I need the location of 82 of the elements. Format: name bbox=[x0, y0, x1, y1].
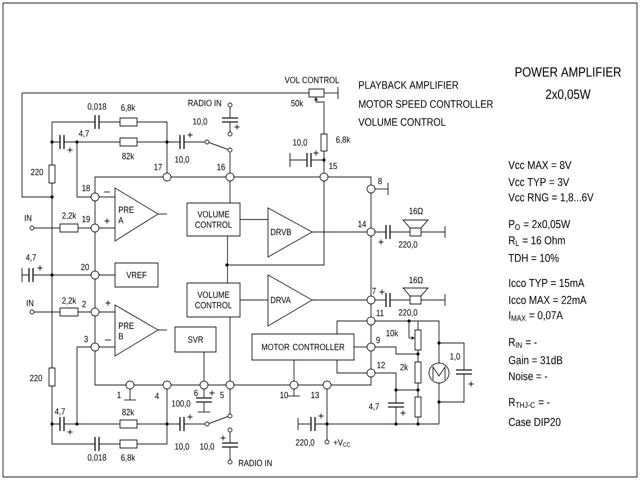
potentiometer-label: VOL CONTROL bbox=[284, 76, 340, 84]
component-value: 2,2k bbox=[62, 212, 76, 220]
component-value: 16Ω bbox=[410, 276, 423, 284]
spec-text: Gain = 31dB bbox=[508, 356, 562, 364]
component-value: 10,0 bbox=[193, 118, 208, 126]
note-text: PLAYBACK AMPLIFIER bbox=[359, 81, 458, 89]
heading-text: POWER AMPLIFIER bbox=[516, 67, 621, 77]
spec-text: Case DIP20 bbox=[508, 418, 560, 426]
spec-text: R$_{THJ-C}$ = - bbox=[509, 398, 550, 408]
terminal-label: RADIO IN bbox=[238, 460, 272, 466]
component-value: 50k bbox=[291, 100, 304, 106]
note-text: MOTOR SPEED CONTROLLER bbox=[359, 100, 493, 108]
component-value: 0,018 bbox=[88, 454, 106, 462]
spec-text: Vcc MAX = 8V bbox=[508, 160, 572, 170]
note-text: VOLUME CONTROL bbox=[358, 118, 446, 126]
spec-text: R$_{L}$ = 16 Ohm bbox=[509, 236, 565, 246]
pin-number: 13 bbox=[311, 392, 319, 398]
spec-text: R$_{IN}$ = - bbox=[509, 338, 537, 348]
terminal-label: IN bbox=[24, 214, 32, 222]
component-value: 16Ω bbox=[410, 208, 423, 214]
component-value: 6,8k bbox=[121, 104, 136, 112]
spec-text: Noise = - bbox=[509, 372, 548, 380]
component-value: 10,0 bbox=[200, 443, 214, 451]
pin-number: 19 bbox=[82, 216, 90, 222]
pin-number: 3 bbox=[84, 336, 88, 342]
component-value: 82k bbox=[122, 408, 134, 416]
connector-line bbox=[240, 219, 268, 220]
component-value: 220 bbox=[31, 168, 44, 176]
component-value: 82k bbox=[122, 152, 134, 160]
component-value: 220 bbox=[30, 374, 42, 382]
block-box: MOTOR CONTROLLER bbox=[252, 334, 354, 360]
spec-text: P$_{O}$ = 2x0,05W bbox=[509, 220, 570, 230]
component-value: 10,0 bbox=[175, 443, 190, 451]
pin-number: 8 bbox=[378, 178, 382, 184]
component-value: 0,018 bbox=[88, 103, 106, 111]
component-value: 4,7 bbox=[368, 403, 379, 411]
component-value: 4,7 bbox=[26, 254, 36, 262]
component-value: 2,2k bbox=[62, 297, 76, 305]
pin-number: 20 bbox=[81, 264, 89, 270]
supply-label: +V$_{CC}$ bbox=[334, 439, 350, 447]
block-box: VOLUME CONTROL bbox=[186, 282, 240, 318]
block-box: VOLUME CONTROL bbox=[186, 202, 240, 236]
terminal-label: RADIO IN bbox=[188, 100, 222, 106]
connector-line bbox=[227, 236, 228, 283]
pin-number: 11 bbox=[376, 310, 384, 316]
component-value: 220,0 bbox=[398, 241, 418, 249]
pin-number: 2 bbox=[82, 300, 86, 308]
heading-text: 2x0,05W bbox=[546, 89, 591, 101]
spec-text: Vcc RNG = 1,8...6V bbox=[508, 193, 594, 203]
component-value: 220,0 bbox=[296, 439, 314, 447]
pin-number: 9 bbox=[376, 336, 380, 344]
pin-number: 18 bbox=[82, 184, 90, 192]
spec-text: Icco MAX = 22mA bbox=[509, 296, 587, 304]
component-value: 4,7 bbox=[54, 408, 65, 416]
block-box: VREF bbox=[114, 262, 158, 288]
pin-number: 12 bbox=[377, 362, 385, 368]
pin-number: 15 bbox=[329, 162, 337, 170]
pin-number: 1 bbox=[117, 392, 121, 398]
component-value: 6,8k bbox=[336, 136, 350, 144]
terminal-label: IN bbox=[26, 300, 34, 306]
component-value: 100,0 bbox=[172, 400, 190, 408]
block-box: SVR bbox=[174, 326, 216, 352]
component-value: 10,0 bbox=[175, 156, 190, 164]
pin-number: 16 bbox=[217, 164, 225, 170]
component-value: 220,0 bbox=[398, 309, 418, 317]
pin-number: 4 bbox=[155, 392, 159, 400]
pin-number: 17 bbox=[154, 164, 162, 170]
component-value: 6,8k bbox=[121, 454, 136, 462]
component-value: 4,7 bbox=[78, 130, 89, 138]
pin-number: 6 bbox=[194, 390, 198, 396]
spec-text: I$_{MAX}$ = 0,07A bbox=[509, 311, 563, 321]
component-value: 2k bbox=[400, 364, 408, 370]
spec-text: TDH = 10% bbox=[508, 254, 559, 262]
pin-number: 5 bbox=[220, 392, 224, 398]
spec-text: Icco TYP = 15mA bbox=[509, 279, 584, 287]
component-value: 1,0 bbox=[450, 353, 460, 361]
component-value: 10,0 bbox=[293, 139, 308, 147]
pin-number: 14 bbox=[358, 220, 366, 228]
spec-text: Vcc TYP = 3V bbox=[508, 178, 570, 186]
component-value: 10k bbox=[386, 330, 398, 336]
pin-number: 10 bbox=[280, 392, 288, 398]
pin-number: 7 bbox=[372, 288, 376, 294]
